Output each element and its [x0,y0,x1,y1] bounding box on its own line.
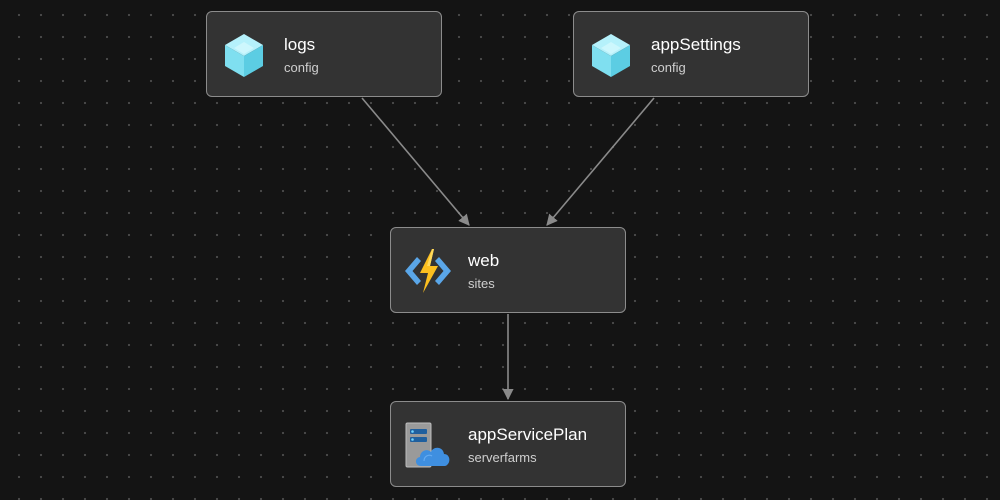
node-appserviceplan[interactable]: appServicePlan serverfarms [390,401,626,487]
edge-logs-to-web [361,97,470,226]
node-type: sites [468,276,495,291]
function-app-icon [403,246,453,296]
node-appsettings[interactable]: appSettings config [573,11,809,97]
node-type: serverfarms [468,450,537,465]
node-type: config [284,60,319,75]
node-name: appServicePlan [468,425,588,444]
node-type: config [651,60,686,75]
config-cube-icon [219,30,269,80]
node-name: appSettings [651,35,741,54]
node-logs[interactable]: logs config [206,11,442,97]
node-name: logs [284,35,316,54]
node-name: web [468,251,500,270]
server-cloud-icon [403,420,453,470]
edge-appsettings-to-web [546,97,655,226]
config-cube-icon [586,30,636,80]
node-web[interactable]: web sites [390,227,626,313]
